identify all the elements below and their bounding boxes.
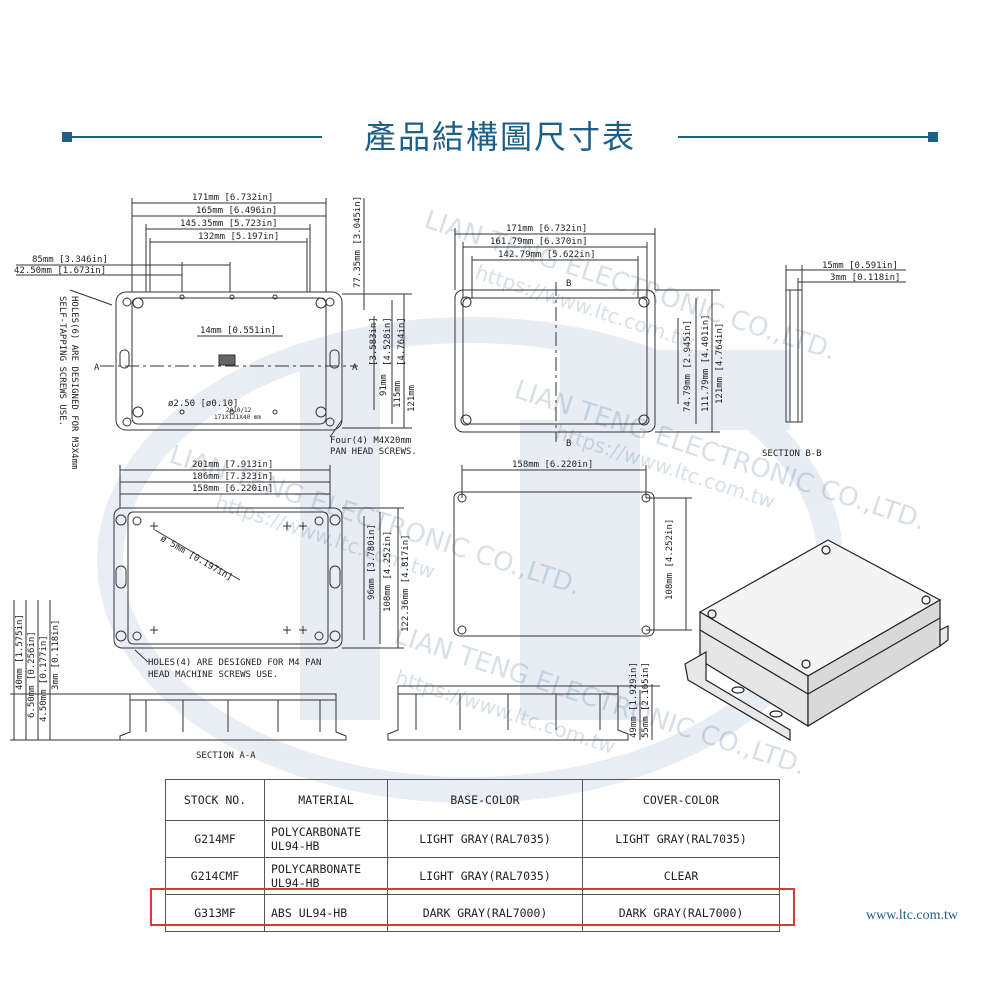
top-view-note: PAN HEAD SCREWS. [330,447,417,457]
header-left-rule [72,136,322,138]
enclosure-3d-view [684,539,949,742]
top-view-note: Four(4) M4X20mm [330,436,411,446]
highlight-box [150,888,795,926]
base-view-right-dim: 108mm [4.252in] [383,531,393,612]
section-b-label: SECTION B-B [762,449,822,459]
table-cell: LIGHT GRAY(RAL7035) [582,820,780,858]
top-view-left-dim: 42.50mm [1.673in] [14,266,106,276]
top-view-dim: 132mm [5.197in] [198,232,279,242]
top-view-hole-dim: ø2.50 [ø0.10] [168,399,238,409]
header-left-square-icon [62,132,72,142]
table-header: MATERIAL [264,779,388,821]
cover-view-dim: 142.79mm [5.622in] [498,250,596,260]
section-b-view [785,265,906,423]
top-view-left-dim: 85mm [3.346in] [32,255,108,265]
section-mark-a: A [94,363,100,373]
side-view-right-dim: 55mm [2.165in] [641,662,651,738]
table-cell: POLYCARBONATE UL94-HB [264,820,388,858]
page-title: 產品結構圖尺寸表 [363,118,636,156]
table-header: COVER-COLOR [582,779,780,821]
table-header: BASE-COLOR [387,779,583,821]
section-mark-b: B [566,279,571,289]
base-bottom-view [453,465,692,637]
base-view-right-dim: 96mm [3.780in] [367,524,377,600]
base-view-dim: 186mm [7.323in] [192,472,273,482]
base-bottom-dim: 158mm [6.220in] [512,460,593,470]
top-view-height-dim: 77.35mm [3.045in] [353,196,363,288]
base-view-hole-dim: ø 5mm [0.197in] [159,534,234,583]
table-row: G214MF POLYCARBONATE UL94-HB LIGHT GRAY(… [165,820,780,858]
top-view-inner-dim: 14mm [0.551in] [200,326,276,336]
top-view-dim: 171mm [6.732in] [192,193,273,203]
base-view-right-dim: 122.36mm [4.817in] [401,534,411,632]
header-right-square-icon [928,132,938,142]
cover-view-dim: 161.79mm [6.370in] [490,237,588,247]
top-view-right-dim: 91mm [379,374,389,396]
top-view-right-dim: [3.583in] [369,317,379,366]
top-view-note: HOLES(6) ARE DESIGNED FOR M3X4mm [69,296,79,469]
side-section-view [387,684,660,741]
section-b-dim: 15mm [0.591in] [822,261,898,271]
base-view-dim: 201mm [7.913in] [192,460,273,470]
top-view-right-dim: [4.528in] [383,317,393,366]
top-view-dim: 165mm [6.496in] [196,206,277,216]
table-header: STOCK NO. [165,779,265,821]
section-a-left-dim: 40mm [1.575in] [15,614,25,690]
page-header: 產品結構圖尺寸表 [0,112,1000,162]
cover-view-right-dim: 121mm [4.764in] [715,323,725,404]
table-cell: LIGHT GRAY(RAL7035) [387,820,583,858]
top-view-stamp: 2010/12 [226,407,252,414]
header-right-rule [678,136,928,138]
cover-view-right-dim: 74.79mm [2.945in] [683,320,693,412]
top-view-right-dim: [4.764in] [397,317,407,366]
top-view [16,198,412,438]
base-bottom-right-dim: 108mm [4.252in] [665,519,675,600]
section-a-view [10,600,347,741]
section-b-dim: 3mm [0.118in] [830,273,900,283]
base-view-dim: 158mm [6.220in] [192,484,273,494]
section-a-label: SECTION A-A [196,751,256,761]
base-view-note: HEAD MACHINE SCREWS USE. [148,670,278,680]
section-mark-a: A [352,363,358,373]
cover-view-right-dim: 111.79mm [4.401in] [701,314,711,412]
top-view-dim: 145.35mm [5.723in] [180,219,278,229]
top-view-stamp: 171X121X40 mm [214,414,261,421]
base-view-note: HOLES(4) ARE DESIGNED FOR M4 PAN [148,658,321,668]
section-a-left-dim: 3mm [0.118in] [51,620,61,690]
top-view-right-dim: 121mm [407,385,417,412]
base-view [113,465,404,663]
section-mark-b: B [566,439,571,449]
section-a-left-dim: 4.50mm [0.177in] [39,635,49,722]
top-view-right-dim: 115mm [393,381,403,408]
section-a-left-dim: 6.50mm [0.256in] [27,631,37,718]
top-view-note: SELF-TAPPING SCREWS USE. [57,296,67,426]
footer-url: www.ltc.com.tw [866,908,959,923]
table-header-row: STOCK NO. MATERIAL BASE-COLOR COVER-COLO… [165,779,780,821]
side-view-right-dim: 49mm [1.929in] [629,662,639,738]
table-cell: G214MF [165,820,265,858]
cover-view-dim: 171mm [6.732in] [506,224,587,234]
cover-view [454,228,720,442]
